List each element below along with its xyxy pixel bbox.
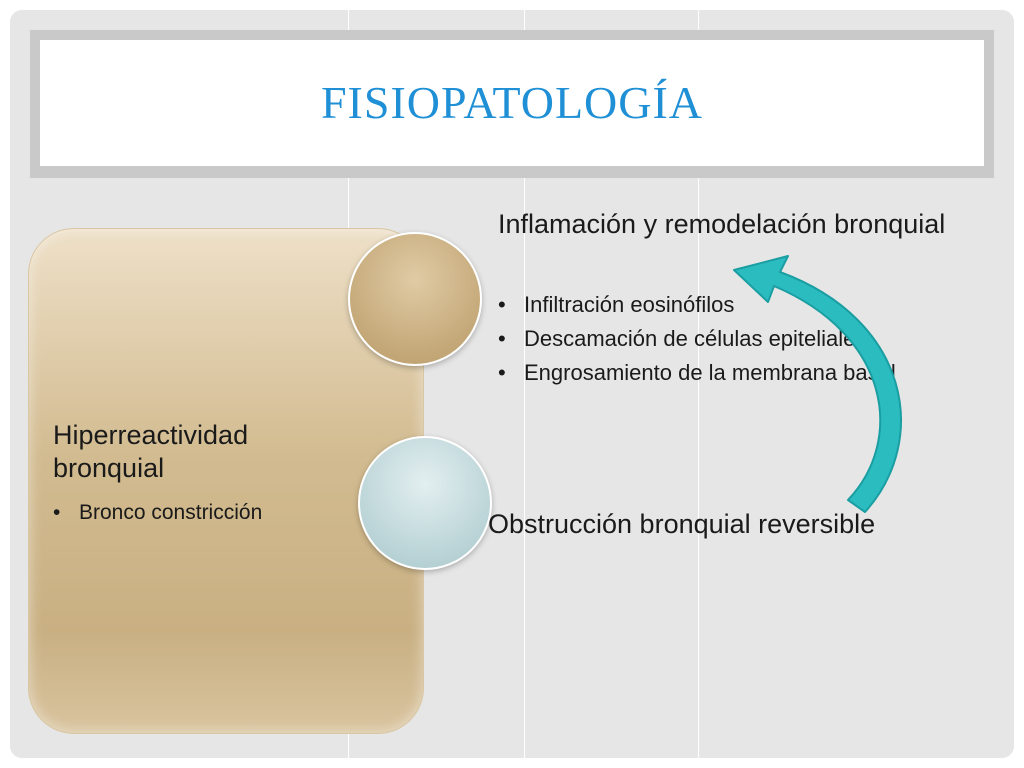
bullet-item: Descamación de células epiteliales [498, 324, 978, 354]
obstruction-heading: Obstrucción bronquial reversible [488, 509, 876, 539]
left-panel-heading: Hiperreactividad bronquial [53, 420, 249, 483]
top-circle [348, 232, 482, 366]
title-box: FISIOPATOLOGÍA [40, 40, 984, 166]
inflammation-bullets: Infiltración eosinófilos Descamación de … [498, 290, 978, 392]
slide: FISIOPATOLOGÍA Hiperreactividad bronquia… [10, 10, 1014, 758]
title-frame: FISIOPATOLOGÍA [30, 30, 994, 178]
slide-title: FISIOPATOLOGÍA [320, 77, 704, 128]
inflammation-heading: Inflamación y remodelación bronquial [498, 209, 946, 239]
left-panel-bullets: Bronco constricción [53, 501, 373, 525]
bullet-item: Infiltración eosinófilos [498, 290, 978, 320]
bullet-item: Engrosamiento de la membrana basal [498, 358, 978, 388]
bullet-item: Bronco constricción [53, 501, 373, 525]
bottom-circle [358, 436, 492, 570]
curved-arrow-icon [733, 255, 902, 513]
